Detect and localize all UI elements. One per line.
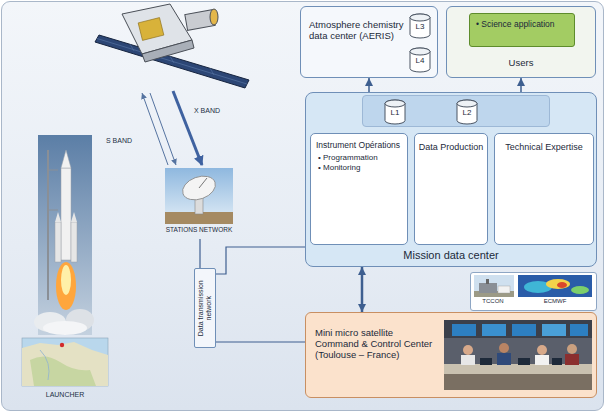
node-text: Instrument Opérations — [316, 140, 402, 150]
connector — [216, 247, 305, 274]
process-box: Technical Expertise — [494, 133, 594, 245]
operations-box: Instrument Opérations • Programmation• Mo… — [310, 133, 408, 245]
control-center-box: Mini micro satellite Command & Control C… — [305, 312, 597, 398]
storage-label: L2 — [456, 108, 478, 117]
storage-cylinder: L3 — [409, 13, 431, 39]
band-label: S BAND — [106, 137, 142, 145]
tccon-photo — [474, 275, 514, 297]
node-text: Atmosphere chemistry data center (AERIS) — [309, 19, 405, 41]
rocket-photo — [34, 135, 94, 335]
launcher-label: LAUNCHER — [34, 391, 96, 399]
node-text: TCCON — [473, 298, 513, 305]
storage-label: L1 — [384, 108, 406, 117]
connector — [216, 341, 305, 342]
mission-center-box: Mission data center L1 L2Instrument Opérat… — [305, 92, 597, 267]
application-box: • Science application — [469, 13, 575, 47]
storage-cylinder: L4 — [409, 47, 431, 73]
weather-map — [518, 275, 592, 297]
connector — [520, 78, 522, 92]
reference-data-box: TCCON ECMWF — [470, 272, 597, 311]
node-text: • Monitoring — [318, 163, 402, 172]
control-room-photo — [444, 320, 592, 390]
node-text: Users — [447, 57, 595, 68]
node-text: Technical Expertise — [499, 142, 589, 153]
node-text: Data transmission network — [197, 272, 214, 344]
node-text: Mini micro satellite Command & Control C… — [315, 327, 439, 361]
storage-cylinder: L1 — [384, 99, 406, 125]
node-text: STATIONS NETWORK — [165, 226, 233, 234]
network-box: Data transmission network — [194, 268, 216, 348]
satellite-picture — [95, 4, 249, 88]
node-text: Data Production — [418, 142, 484, 153]
node-text: • Science application — [476, 19, 570, 29]
radio-link-arrows — [142, 91, 202, 165]
node-text: • Programmation — [318, 153, 402, 162]
node-text: ECMWF — [518, 298, 592, 305]
process-box: Data Production — [414, 133, 488, 245]
connector — [199, 239, 200, 268]
storage-label: L4 — [409, 56, 431, 65]
ground-station: STATIONS NETWORK — [165, 168, 233, 239]
storage-cylinder: L2 — [456, 99, 478, 125]
band-label: X BAND — [194, 107, 234, 115]
storage-label: L3 — [409, 22, 431, 31]
users-box: Users • Science application — [446, 6, 596, 78]
data-center-box: Atmosphere chemistry data center (AERIS)… — [300, 6, 438, 78]
launch-site-map — [22, 338, 108, 386]
antenna-photo — [165, 168, 233, 224]
node-text: Mission data center — [306, 249, 596, 262]
connector — [368, 78, 370, 92]
connector — [361, 267, 364, 312]
